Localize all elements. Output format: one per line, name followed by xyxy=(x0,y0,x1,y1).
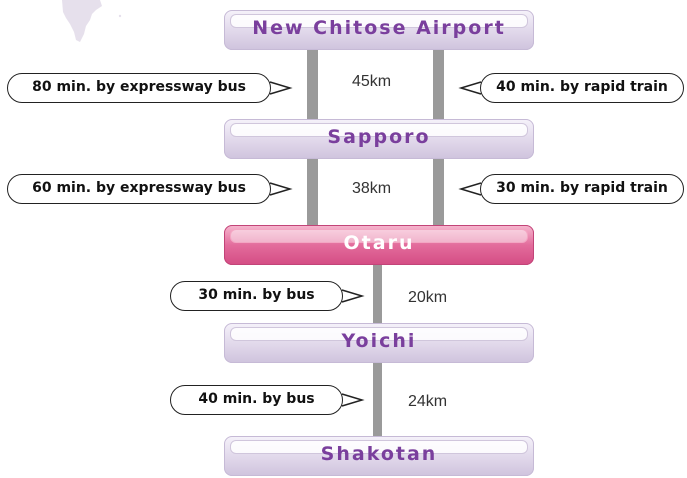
station-label: New Chitose Airport xyxy=(252,17,506,39)
segment-distance: 38km xyxy=(352,180,392,197)
station-sapporo: Sapporo xyxy=(224,119,534,159)
connector-line-3 xyxy=(373,262,382,328)
station-label: Yoichi xyxy=(341,330,417,352)
travel-time-callout: 40 min. by rapid train xyxy=(480,73,684,103)
station-label: Otaru xyxy=(343,232,415,254)
callout-pointer xyxy=(341,289,365,303)
connector-line-train-1 xyxy=(433,40,444,125)
station-label: Shakotan xyxy=(320,443,438,465)
callout-pointer xyxy=(458,81,482,95)
travel-time-callout: 30 min. by bus xyxy=(170,281,343,311)
callout-pointer xyxy=(269,81,293,95)
station-label: Sapporo xyxy=(327,126,431,148)
callout-pointer xyxy=(269,182,293,196)
travel-time-callout: 30 min. by rapid train xyxy=(480,174,684,204)
travel-time-callout: 60 min. by expressway bus xyxy=(7,174,271,204)
station-new-chitose-airport: New Chitose Airport xyxy=(224,10,534,50)
segment-distance: 20km xyxy=(408,289,448,306)
station-yoichi: Yoichi xyxy=(224,323,534,363)
station-otaru: Otaru xyxy=(224,225,534,265)
station-shakotan: Shakotan xyxy=(224,436,534,476)
segment-distance: 24km xyxy=(408,393,448,410)
map-fragment-icon xyxy=(62,0,122,42)
connector-line-4 xyxy=(373,352,382,440)
connector-line-train-2 xyxy=(433,150,444,230)
connector-line-bus-1 xyxy=(307,40,318,125)
callout-pointer xyxy=(458,182,482,196)
travel-time-callout: 40 min. by bus xyxy=(170,385,343,415)
travel-time-callout: 80 min. by expressway bus xyxy=(7,73,271,103)
connector-line-bus-2 xyxy=(307,150,318,230)
segment-distance: 45km xyxy=(352,73,392,90)
callout-pointer xyxy=(341,393,365,407)
